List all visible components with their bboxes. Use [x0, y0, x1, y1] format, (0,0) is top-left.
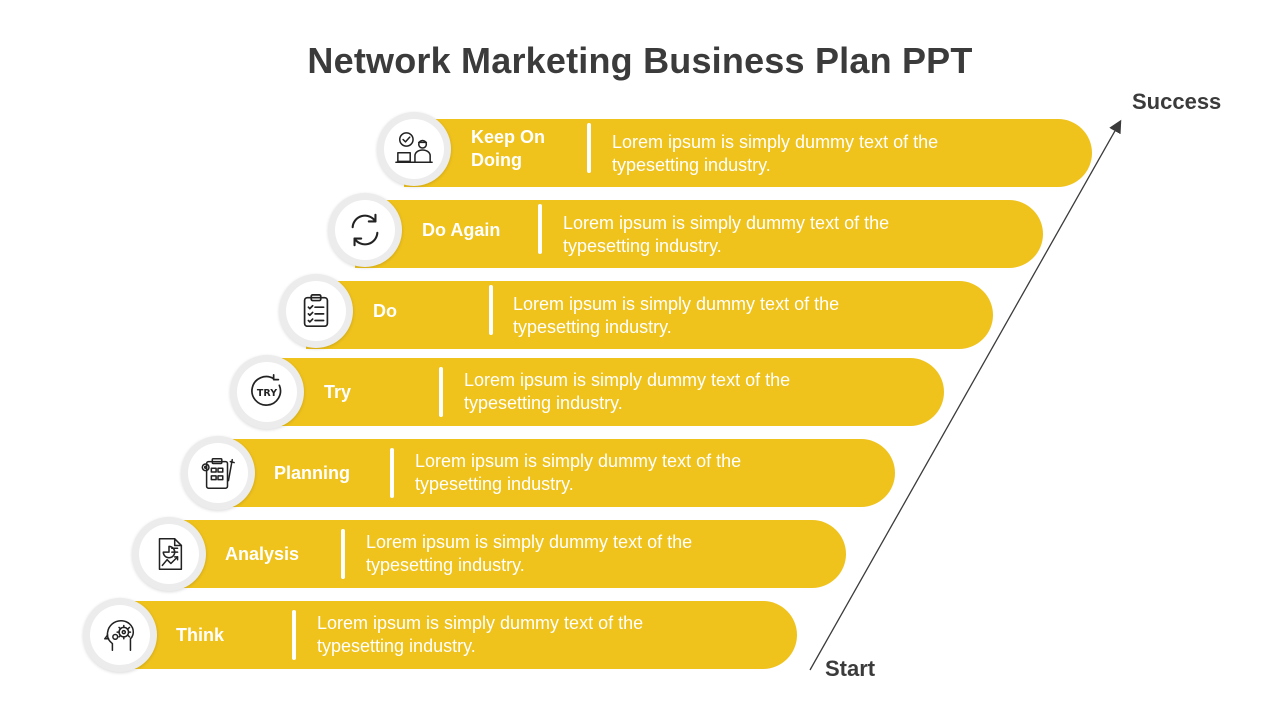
svg-text:TRY: TRY: [257, 388, 277, 399]
clipboard-checklist-icon: [303, 293, 329, 328]
step-icon-circle: [279, 274, 353, 348]
step-divider: [341, 529, 345, 579]
success-label: Success: [1132, 89, 1222, 114]
step-divider: [439, 367, 443, 417]
refresh-icon: [351, 213, 379, 247]
start-label: Start: [825, 656, 876, 681]
step-label: Think: [176, 625, 224, 645]
step-label: Analysis: [225, 544, 300, 564]
step-bar-planning: [208, 439, 895, 507]
step-description: Lorem ipsum is simply dummy text of the …: [612, 132, 939, 175]
step-divider: [292, 610, 296, 660]
step-icon-circle: [328, 193, 402, 267]
step-icon-circle: [181, 436, 255, 510]
step-label: Keep On Doing: [471, 127, 546, 170]
step-divider: [587, 123, 591, 173]
step-label: Do: [373, 301, 397, 321]
step-description: Lorem ipsum is simply dummy text of the …: [317, 613, 644, 656]
step-divider: [390, 448, 394, 498]
step-icon-circle: [377, 112, 451, 186]
step-label: Do Again: [422, 220, 501, 240]
step-description: Lorem ipsum is simply dummy text of the …: [464, 370, 791, 413]
step-description: Lorem ipsum is simply dummy text of the …: [415, 451, 742, 494]
page-title: Network Marketing Business Plan PPT: [307, 40, 973, 81]
step-icon-circle: TRY: [230, 355, 304, 429]
step-icon-circle: [132, 517, 206, 591]
step-description: Lorem ipsum is simply dummy text of the …: [563, 213, 890, 256]
analysis-report-icon: [158, 538, 183, 570]
step-label: Planning: [274, 463, 350, 483]
step-description: Lorem ipsum is simply dummy text of the …: [513, 294, 840, 337]
step-divider: [489, 285, 493, 335]
step-description: Lorem ipsum is simply dummy text of the …: [366, 532, 693, 575]
try-badge-icon: TRY: [251, 374, 282, 406]
worker-checklist-icon: [395, 132, 433, 164]
planning-board-icon: [201, 457, 235, 489]
step-icon-circle: [83, 598, 157, 672]
step-bar-analysis: [159, 520, 846, 588]
step-bar-think: [110, 601, 797, 669]
step-label: Try: [324, 382, 352, 402]
step-divider: [538, 204, 542, 254]
head-gears-icon: [104, 619, 135, 651]
